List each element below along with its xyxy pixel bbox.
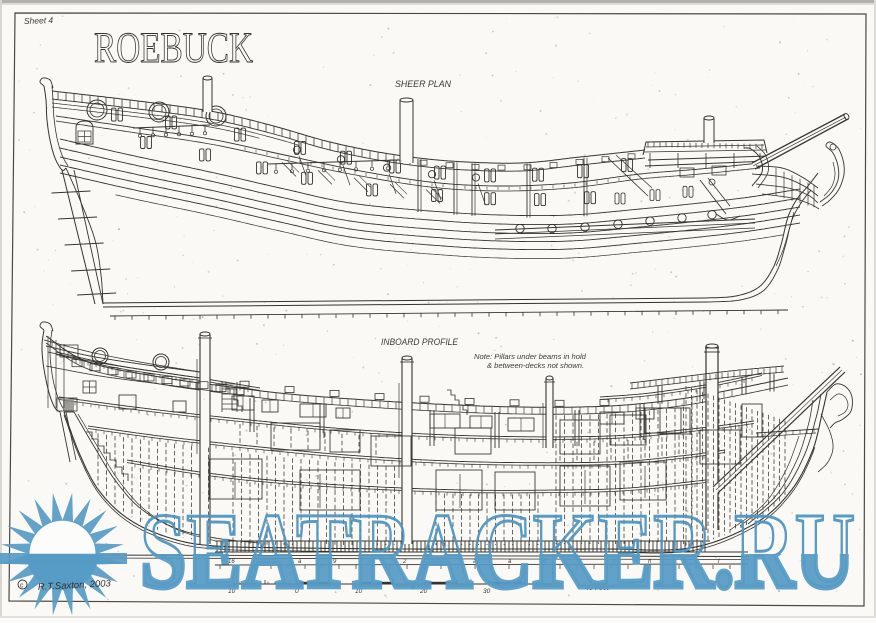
svg-text:l: l [718, 559, 720, 565]
svg-text:SEATRACKER.RU: SEATRACKER.RU [140, 492, 855, 611]
svg-text:d: d [543, 559, 547, 565]
svg-text:2: 2 [402, 559, 407, 565]
svg-text:30: 30 [483, 588, 491, 595]
svg-text:40 Feet: 40 Feet [585, 585, 610, 592]
svg-text:R.T.Saxton, 2003: R.T.Saxton, 2003 [38, 578, 112, 593]
svg-text:9: 9 [333, 559, 337, 565]
svg-text:SHEER PLAN: SHEER PLAN [395, 79, 451, 89]
svg-text:g: g [578, 559, 582, 565]
svg-text:20: 20 [419, 588, 428, 595]
svg-text:INBOARD PROFILE: INBOARD PROFILE [381, 337, 459, 347]
svg-text:g: g [683, 559, 687, 565]
svg-text:Note: Pillars under beams in: Note: Pillars under beams in hold [474, 352, 587, 361]
svg-text:a: a [473, 559, 477, 565]
svg-text:SEATRACKER.RU: SEATRACKER.RU [140, 492, 855, 611]
svg-text:n: n [648, 559, 652, 565]
svg-text:7: 7 [368, 559, 372, 565]
svg-text:k: k [613, 559, 617, 565]
svg-text:10: 10 [228, 588, 236, 595]
svg-text:ROEBUCK: ROEBUCK [94, 25, 253, 72]
svg-text:15: 15 [263, 559, 270, 565]
svg-text:& between-decks not shown.: & between-decks not shown. [487, 361, 584, 370]
svg-text:c: c [20, 583, 24, 590]
svg-text:a: a [298, 559, 302, 565]
svg-text:a: a [508, 559, 512, 565]
svg-text:16: 16 [228, 559, 235, 565]
svg-text:10: 10 [355, 588, 363, 595]
svg-text:0: 0 [295, 588, 299, 595]
svg-text:Sheet 4: Sheet 4 [24, 15, 54, 26]
svg-text:1: 1 [438, 559, 441, 565]
